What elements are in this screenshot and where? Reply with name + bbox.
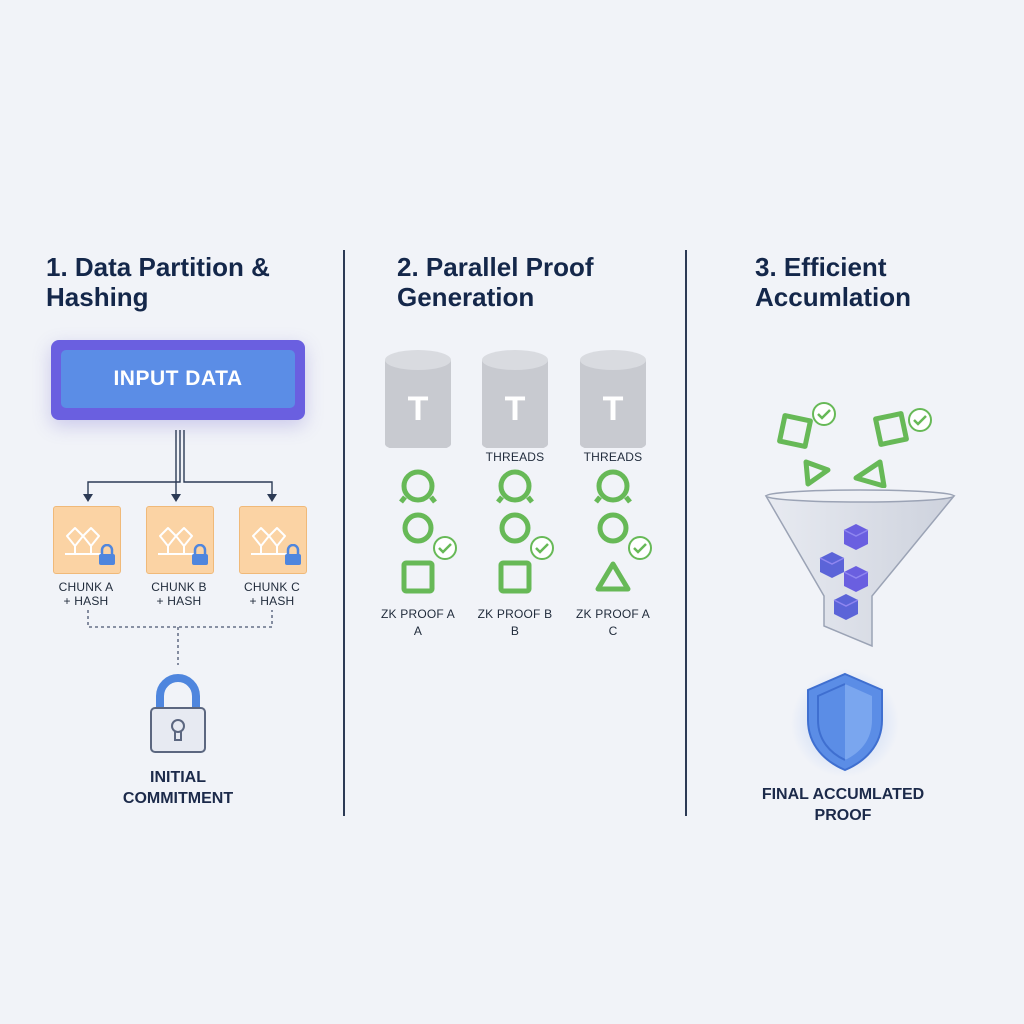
padlock-icon (192, 544, 208, 565)
chunk-c (239, 506, 307, 574)
thread-caption: THREADS (485, 450, 545, 464)
chunk-network-icon (158, 527, 194, 555)
chunk-b-label: CHUNK B + HASH (151, 580, 207, 608)
partition-connectors (83, 430, 277, 665)
proof-label: ZK PROOF B B (477, 607, 553, 638)
thread-letter: T (407, 390, 429, 428)
cube-icon (819, 552, 845, 578)
cube-icon (833, 594, 859, 620)
chunk-a-label: CHUNK A + HASH (58, 580, 114, 608)
padlock-icon (285, 544, 301, 565)
input-data-box: INPUT DATA (51, 340, 305, 420)
database-cylinder-icon (385, 350, 451, 448)
incoming-proofs (777, 402, 932, 488)
checkmark-icon (433, 536, 457, 560)
database-cylinder-icon (580, 350, 646, 448)
cube-icon (843, 566, 869, 592)
chunk-c-label: CHUNK C + HASH (243, 580, 301, 608)
chunk-b (146, 506, 214, 574)
thread-column-3: T THREADS ZK PROOF A C (576, 348, 652, 648)
column-divider-1 (343, 250, 345, 816)
thread-letter: T (602, 390, 624, 428)
final-accumulated-proof-label: FINAL ACCUMLATED PROOF (761, 786, 925, 824)
section-1-title: 1. Data Partition & Hashing (46, 252, 270, 312)
proof-label: ZK PROOF A A (380, 607, 455, 638)
input-data-label: INPUT DATA (61, 350, 295, 408)
chunk-network-icon (65, 527, 101, 555)
thread-column-2: T THREADS ZK PROOF B B (478, 348, 554, 648)
proof-label: ZK PROOF A C (575, 607, 650, 638)
checkmark-icon (908, 408, 932, 432)
thread-column-1: T ZK PROOF A A (381, 348, 457, 648)
chunk-network-icon (251, 527, 287, 555)
section-3-title: 3. Efficient Accumlation (755, 252, 912, 312)
initial-commitment-label: INITIAL COMMITMENT (122, 769, 234, 807)
checkmark-icon (812, 402, 836, 426)
cube-icon (843, 524, 869, 550)
funnel-icon (764, 489, 956, 648)
proof-shapes (496, 469, 554, 594)
proof-shapes (594, 469, 652, 592)
padlock-icon (99, 544, 115, 565)
commitment-padlock-icon (150, 674, 206, 753)
thread-letter: T (504, 390, 526, 428)
column-divider-2 (685, 250, 687, 816)
proof-shapes (399, 469, 457, 594)
database-cylinder-icon (482, 350, 548, 448)
chunk-a (53, 506, 121, 574)
shield-icon (791, 669, 899, 777)
thread-caption: THREADS (583, 450, 643, 464)
checkmark-icon (530, 536, 554, 560)
checkmark-icon (628, 536, 652, 560)
section-2-title: 2. Parallel Proof Generation (397, 252, 594, 312)
